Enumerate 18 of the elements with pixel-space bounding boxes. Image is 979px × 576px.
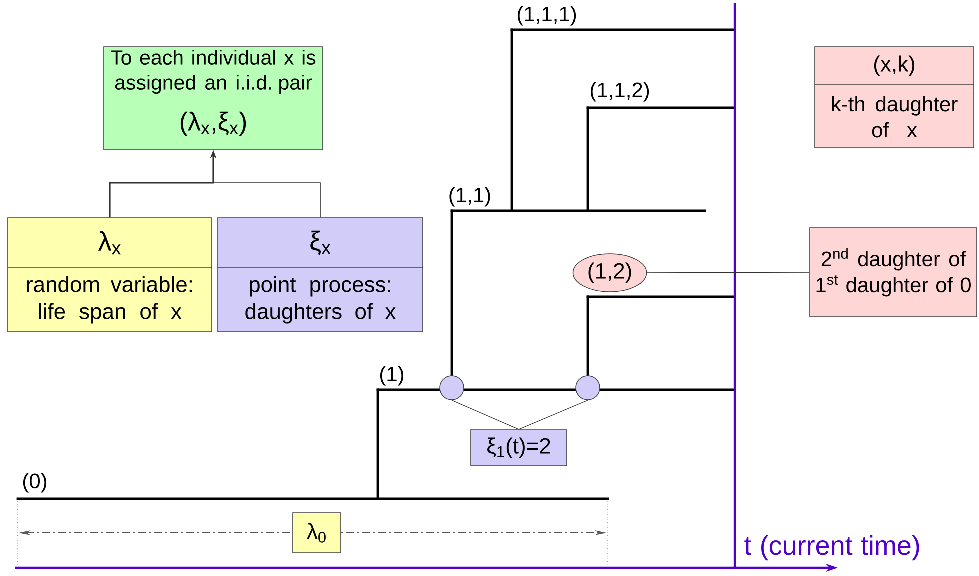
individual-label: (1,1,1) bbox=[518, 6, 576, 26]
connector-line bbox=[518, 400, 588, 430]
process-box: ξ$_{x}$ point process: daughters of x bbox=[218, 218, 424, 332]
birth-circle bbox=[576, 376, 600, 400]
birth-circle bbox=[440, 376, 464, 400]
annotation-box: 2$^{nd}$ daughter of 1$^{st}$ daughter of 0 bbox=[810, 228, 978, 318]
info-box: To each individual x is assigned an i.i.d. pair (λ$_{x}$,ξ$_{x}$) bbox=[104, 46, 324, 150]
individual-label: (0) bbox=[23, 473, 47, 493]
legend-box: (x,k) k-th daughter of x bbox=[814, 46, 974, 148]
variable-box: λ$_{x}$ random variable: life span of x bbox=[8, 218, 212, 332]
axis-label: t (current time) bbox=[744, 535, 920, 561]
individual-label: (1) bbox=[380, 366, 404, 386]
lifespan-box: λ$_{0}$ bbox=[292, 512, 342, 554]
individual-label: (1,1) bbox=[450, 187, 490, 207]
individual-label: (1,1,2) bbox=[590, 82, 650, 102]
count-box: ξ$_{1}$(t)=2 bbox=[470, 430, 568, 466]
connector-line bbox=[646, 272, 810, 274]
connector-line bbox=[452, 400, 520, 430]
